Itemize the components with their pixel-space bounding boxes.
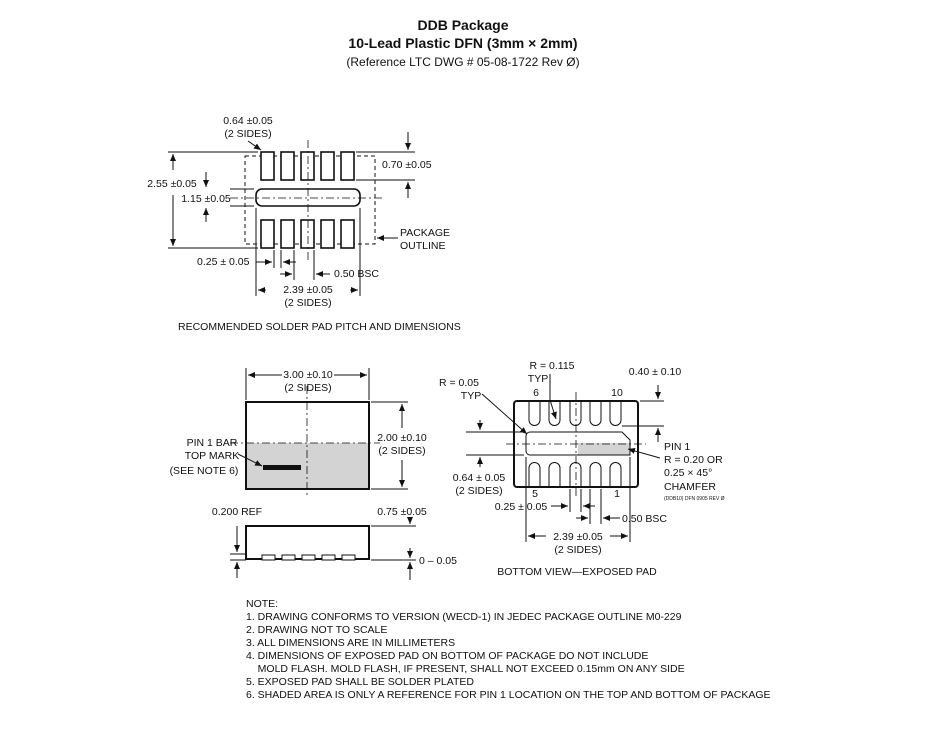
pin1-bar-label-2: TOP MARK — [185, 450, 239, 462]
package-body-side — [245, 525, 370, 560]
side-leads — [261, 554, 356, 561]
dim-pad-length: 0.70 ±0.05 — [382, 159, 432, 171]
radius-corner-label: R = 0.05 — [439, 377, 479, 389]
pin-number-10: 10 — [611, 387, 623, 399]
side-view: 0.200 REF 0.75 ±0.05 0 – 0.05 — [212, 506, 457, 580]
exposed-pad-pin1-shading — [578, 443, 630, 455]
dim-body-length-sides: (2 SIDES) — [284, 382, 331, 394]
radius-typ-label: R = 0.115 — [529, 360, 574, 372]
note-line-3: 3. ALL DIMENSIONS ARE IN MILLIMETERS — [246, 637, 455, 649]
bottom-solder-pads — [260, 219, 355, 249]
top-solder-pads — [260, 151, 355, 181]
note-line-1: 1. DRAWING CONFORMS TO VERSION (WECD-1) … — [246, 611, 682, 623]
dim-lead-width: 0.25 ± 0.05 — [197, 256, 250, 268]
note-line-4-continued: MOLD FLASH. MOLD FLASH, IF PRESENT, SHAL… — [246, 663, 685, 675]
note-line-6: 6. SHADED AREA IS ONLY A REFERENCE FOR P… — [246, 689, 771, 701]
notes-section: NOTE: 1. DRAWING CONFORMS TO VERSION (WE… — [246, 598, 771, 701]
dim-pad-width-bottom: 0.64 ± 0.05 — [453, 472, 506, 484]
notes-heading: NOTE: — [246, 598, 278, 610]
radius-typ-label-2: TYP — [528, 373, 548, 385]
package-outline-label-2: OUTLINE — [400, 240, 446, 252]
drawing-code: (DDB10) DFN 0905 REV Ø — [664, 496, 725, 502]
dim-pad-width-sides: (2 SIDES) — [224, 128, 271, 140]
note-line-4: 4. DIMENSIONS OF EXPOSED PAD ON BOTTOM O… — [246, 650, 648, 662]
dim-lead-width-bottom: 0.25 ± 0.05 — [495, 501, 548, 513]
dim-standoff: 0 – 0.05 — [419, 555, 457, 567]
bottom-view: R = 0.115 TYP R = 0.05 TYP 6 10 5 1 0.40… — [439, 360, 725, 578]
dim-center-pad: 1.15 ±0.05 — [181, 193, 231, 205]
pin-number-1: 1 — [614, 488, 620, 500]
dim-body-width: 2.00 ±0.10 — [377, 432, 427, 444]
dim-overall-height: 2.55 ±0.05 — [147, 178, 197, 190]
pin1-bar-mark — [263, 465, 301, 470]
bottom-leads-top-row — [528, 401, 622, 426]
radius-corner-label-2: TYP — [461, 390, 481, 402]
dim-pad-width-bottom-sides: (2 SIDES) — [455, 485, 502, 497]
dim-span-bottom-sides: (2 SIDES) — [554, 544, 601, 556]
solder-pad-view: 0.64 ±0.05 (2 SIDES) 2.55 ±0.05 1.15 ±0.… — [147, 115, 461, 333]
dim-lead-length: 0.40 ± 0.10 — [629, 366, 682, 378]
dim-span: 2.39 ±0.05 — [283, 284, 333, 296]
dim-ref-thickness: 0.200 REF — [212, 506, 262, 518]
drawing-reference: (Reference LTC DWG # 05-08-1722 Rev Ø) — [346, 55, 579, 69]
pin-number-5: 5 — [532, 488, 538, 500]
package-outline-label-1: PACKAGE — [400, 227, 450, 239]
package-body-top — [245, 401, 370, 490]
note-line-5: 5. EXPOSED PAD SHALL BE SOLDER PLATED — [246, 676, 474, 688]
bottom-view-caption: BOTTOM VIEW—EXPOSED PAD — [497, 566, 657, 578]
pin1-chamfer-label-2: 0.25 × 45° — [664, 467, 712, 479]
pin1-chamfer-label-3: CHAMFER — [664, 481, 716, 493]
dim-pad-width: 0.64 ±0.05 — [223, 115, 273, 127]
solder-pad-caption: RECOMMENDED SOLDER PAD PITCH AND DIMENSI… — [178, 321, 461, 333]
dim-body-length: 3.00 ±0.10 — [283, 369, 333, 381]
pin1-label: PIN 1 — [664, 441, 690, 453]
dim-package-height: 0.75 ±0.05 — [377, 506, 427, 518]
dim-pitch-bottom: 0.50 BSC — [622, 513, 667, 525]
bottom-leads-bottom-row — [528, 462, 622, 487]
dim-span-sides: (2 SIDES) — [284, 297, 331, 309]
dim-pitch: 0.50 BSC — [334, 268, 379, 280]
pin1-bar-label-1: PIN 1 BAR — [187, 437, 238, 449]
dim-body-width-sides: (2 SIDES) — [378, 445, 425, 457]
pin-number-6: 6 — [533, 387, 539, 399]
pin1-chamfer-label-1: R = 0.20 OR — [664, 454, 723, 466]
dim-span-bottom: 2.39 ±0.05 — [553, 531, 603, 543]
drawing-subtitle: 10-Lead Plastic DFN (3mm × 2mm) — [348, 35, 577, 51]
drawing-title: DDB Package — [417, 17, 508, 33]
pin1-bar-label-3: (SEE NOTE 6) — [170, 465, 239, 477]
top-view: 3.00 ±0.10 (2 SIDES) 2.00 ±0.10 (2 SIDES… — [170, 368, 427, 496]
note-line-2: 2. DRAWING NOT TO SCALE — [246, 624, 387, 636]
